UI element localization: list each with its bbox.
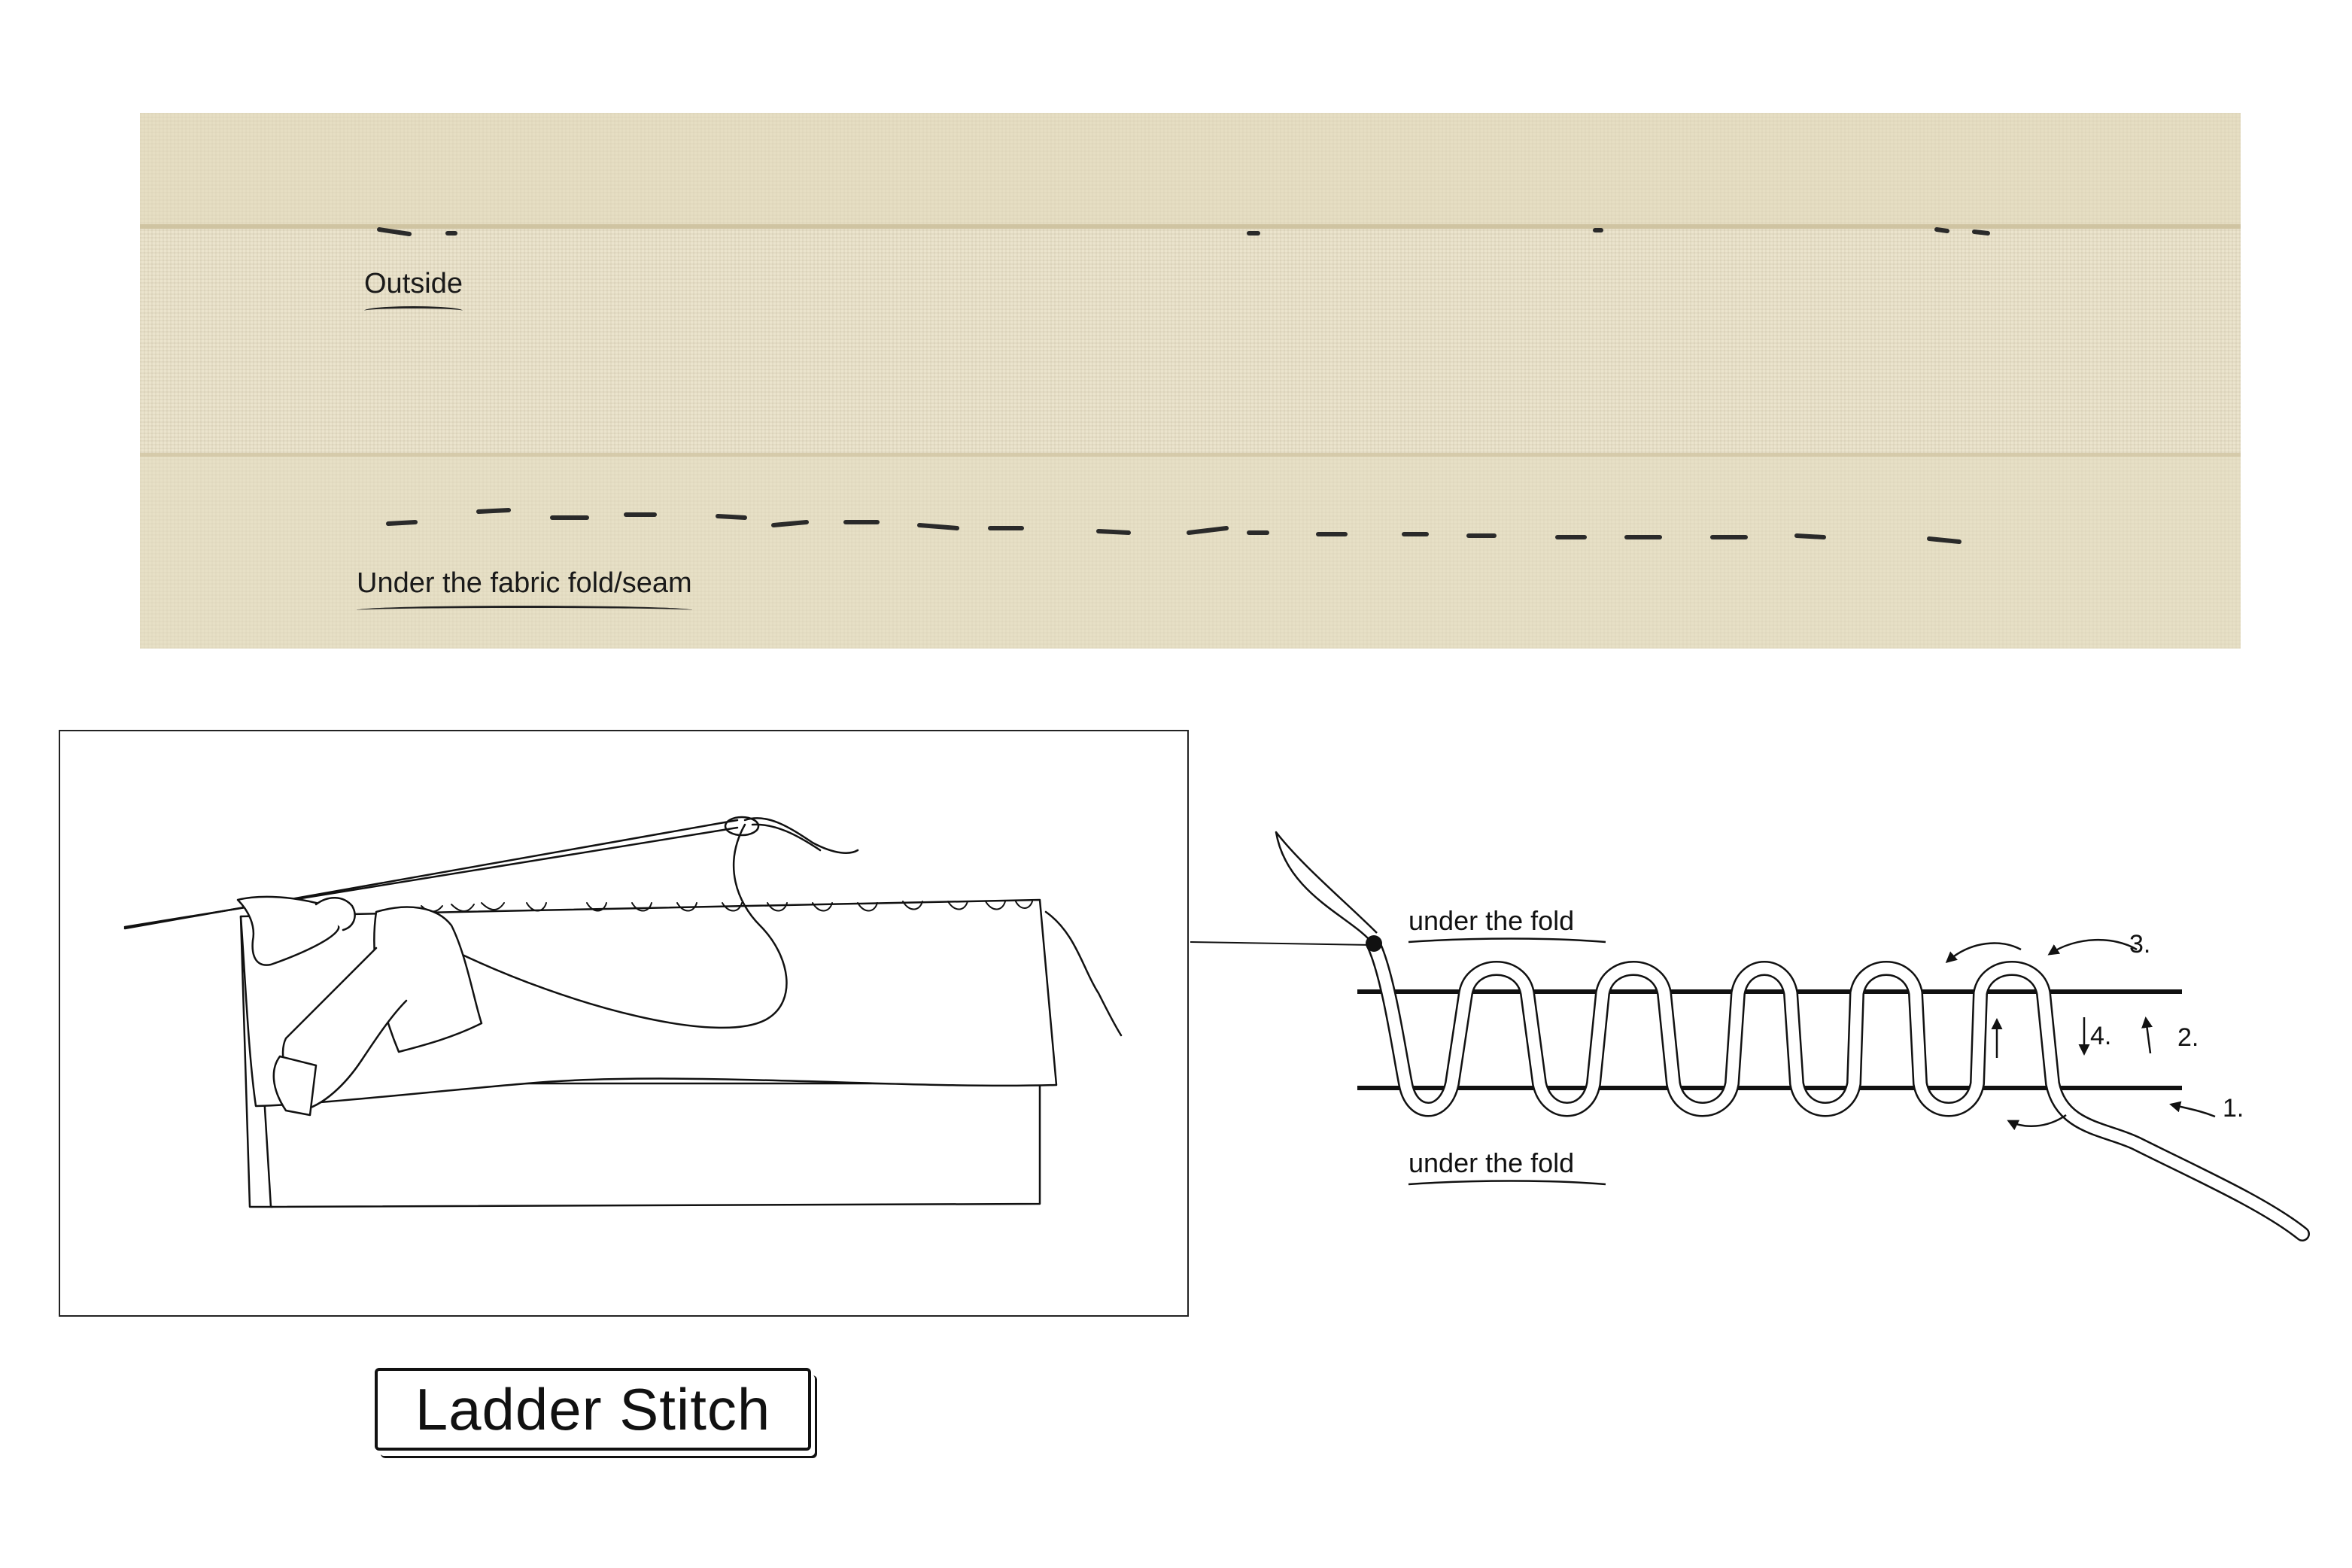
- arrow-step-3: [2050, 940, 2137, 954]
- step-label-3: 3.: [2129, 930, 2150, 959]
- label-under-fold-top: under the fold: [1408, 905, 1574, 936]
- arrow-loop-bottom: [2009, 1115, 2066, 1126]
- step-label-2: 2.: [2177, 1023, 2199, 1052]
- arrow-step-2: [2146, 1019, 2150, 1053]
- label-under-fold-bottom: under the fold: [1408, 1147, 1574, 1178]
- connector-line: [1190, 942, 1372, 945]
- ladder-stitch-diagram: under the fold under the fold 1. 2. 3. 4…: [1276, 832, 2302, 1234]
- knot-icon: [1366, 935, 1382, 952]
- fabric-running-stitches: [388, 510, 1959, 542]
- step-label-1: 1.: [2223, 1094, 2244, 1123]
- fabric-top-stitches: [379, 229, 1988, 234]
- arrow-loop-top-1: [1947, 944, 2021, 962]
- arrow-step-1: [2171, 1105, 2215, 1117]
- step-label-4: 4.: [2090, 1022, 2111, 1050]
- hand-sewing-illustration: [125, 817, 1121, 1207]
